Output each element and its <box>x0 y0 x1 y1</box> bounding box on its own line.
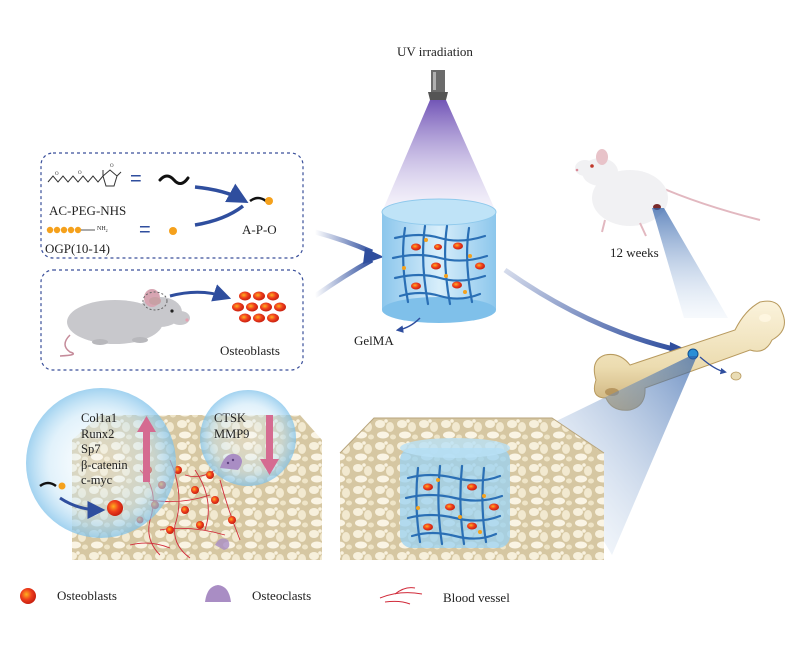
bubble-apo-symbol <box>39 481 57 488</box>
bubble-osteoblast <box>107 500 123 516</box>
ogp-symbol <box>169 227 177 235</box>
mouse-model <box>575 149 761 237</box>
svg-text:O: O <box>55 172 59 177</box>
bone-defect-arrow <box>699 356 727 375</box>
synthesis-box <box>40 152 304 259</box>
bone-zoom-beam <box>538 356 697 555</box>
implant-tissue <box>339 417 605 560</box>
gene-col1a1: Col1a1 <box>81 411 118 425</box>
mouse-to-bone-beam <box>652 208 728 318</box>
mouse-donor <box>59 289 190 357</box>
gene-sp7: Sp7 <box>81 442 101 456</box>
bubble-apo-dot <box>58 482 66 490</box>
downregulation-bubble <box>200 390 296 486</box>
legend-osteoblasts-label: Osteoblasts <box>57 588 117 603</box>
apo-ogp-dot <box>265 197 273 205</box>
gene-c-myc: c-myc <box>81 473 113 487</box>
gene-runx2: Runx2 <box>81 426 115 441</box>
upregulated-genes: Col1a1 Runx2 Sp7 β-catenin c-myc <box>81 411 128 489</box>
bubble-uptake-arrow <box>59 496 106 519</box>
svg-text:O: O <box>78 171 82 176</box>
box-to-gel-arrow-bottom <box>313 257 374 299</box>
downregulated-genes: CTSK MMP9 <box>214 411 249 442</box>
legend-vessel-icon <box>379 587 423 605</box>
merge-arrow-bottom <box>194 204 245 227</box>
legend-osteoclasts-label: Osteoclasts <box>252 588 312 603</box>
gelma-hydrogel <box>381 198 497 323</box>
gene-mmp9: MMP9 <box>214 426 250 441</box>
box-to-gel-arrow-top <box>314 229 374 255</box>
equals-sign-2: = <box>139 219 151 241</box>
cell-isolation-arrow <box>169 284 232 302</box>
gelma-pointer-arrow <box>395 317 421 333</box>
uv-irradiation-label: UV irradiation <box>397 44 473 59</box>
ogp-label: OGP(10-14) <box>45 241 110 256</box>
osteoblasts-box-label: Osteoblasts <box>220 343 280 358</box>
legend-osteoclast-icon <box>205 585 231 602</box>
ogp-chain <box>46 226 95 234</box>
osteoblast-cluster <box>232 291 286 323</box>
apo-symbol <box>249 196 267 203</box>
box-to-gel-arrowhead <box>363 248 384 264</box>
ac-peg-nhs-label: AC-PEG-NHS <box>49 203 127 218</box>
gel-to-bone-arrow <box>503 267 679 353</box>
bone-fragment <box>730 371 742 381</box>
ac-peg-nhs-structure: O O O <box>47 164 122 187</box>
apo-label: A-P-O <box>242 222 277 237</box>
gene-ctsk: CTSK <box>214 411 246 425</box>
merge-arrow-top <box>194 183 249 204</box>
equals-sign-1: = <box>130 168 142 190</box>
legend-vessel-label: Blood vessel <box>443 590 510 605</box>
twelve-weeks-label: 12 weeks <box>610 245 659 260</box>
svg-text:O: O <box>110 164 114 169</box>
gene-beta-catenin: β-catenin <box>81 457 128 472</box>
uv-lamp <box>428 70 448 100</box>
nh2-label: NH2 <box>97 226 108 234</box>
peg-symbol <box>158 174 190 185</box>
cell-box <box>40 269 304 371</box>
legend-osteoblast-icon <box>20 588 36 604</box>
uv-beam <box>382 100 496 212</box>
gelma-label: GelMA <box>354 333 394 348</box>
